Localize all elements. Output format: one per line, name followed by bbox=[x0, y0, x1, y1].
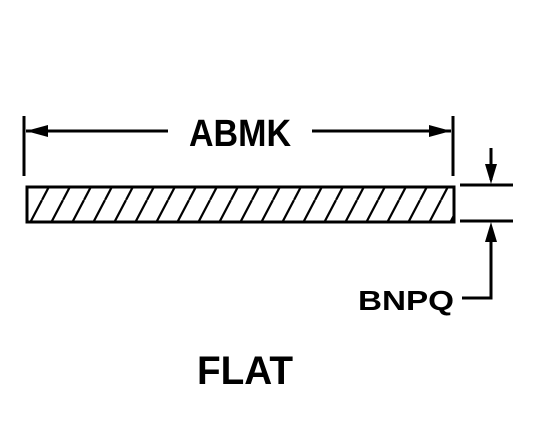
length-arrow-right bbox=[429, 125, 451, 137]
thickness-arrow-bottom-head bbox=[485, 222, 497, 242]
length-arrow-left bbox=[26, 125, 48, 137]
thickness-leader-line bbox=[462, 236, 493, 300]
flat-bar-section bbox=[25, 185, 456, 224]
thickness-label: BNPQ bbox=[358, 285, 454, 316]
shape-name-label: FLAT bbox=[197, 349, 293, 393]
thickness-arrow-top-head bbox=[485, 164, 497, 184]
length-label: ABMK bbox=[189, 113, 291, 155]
